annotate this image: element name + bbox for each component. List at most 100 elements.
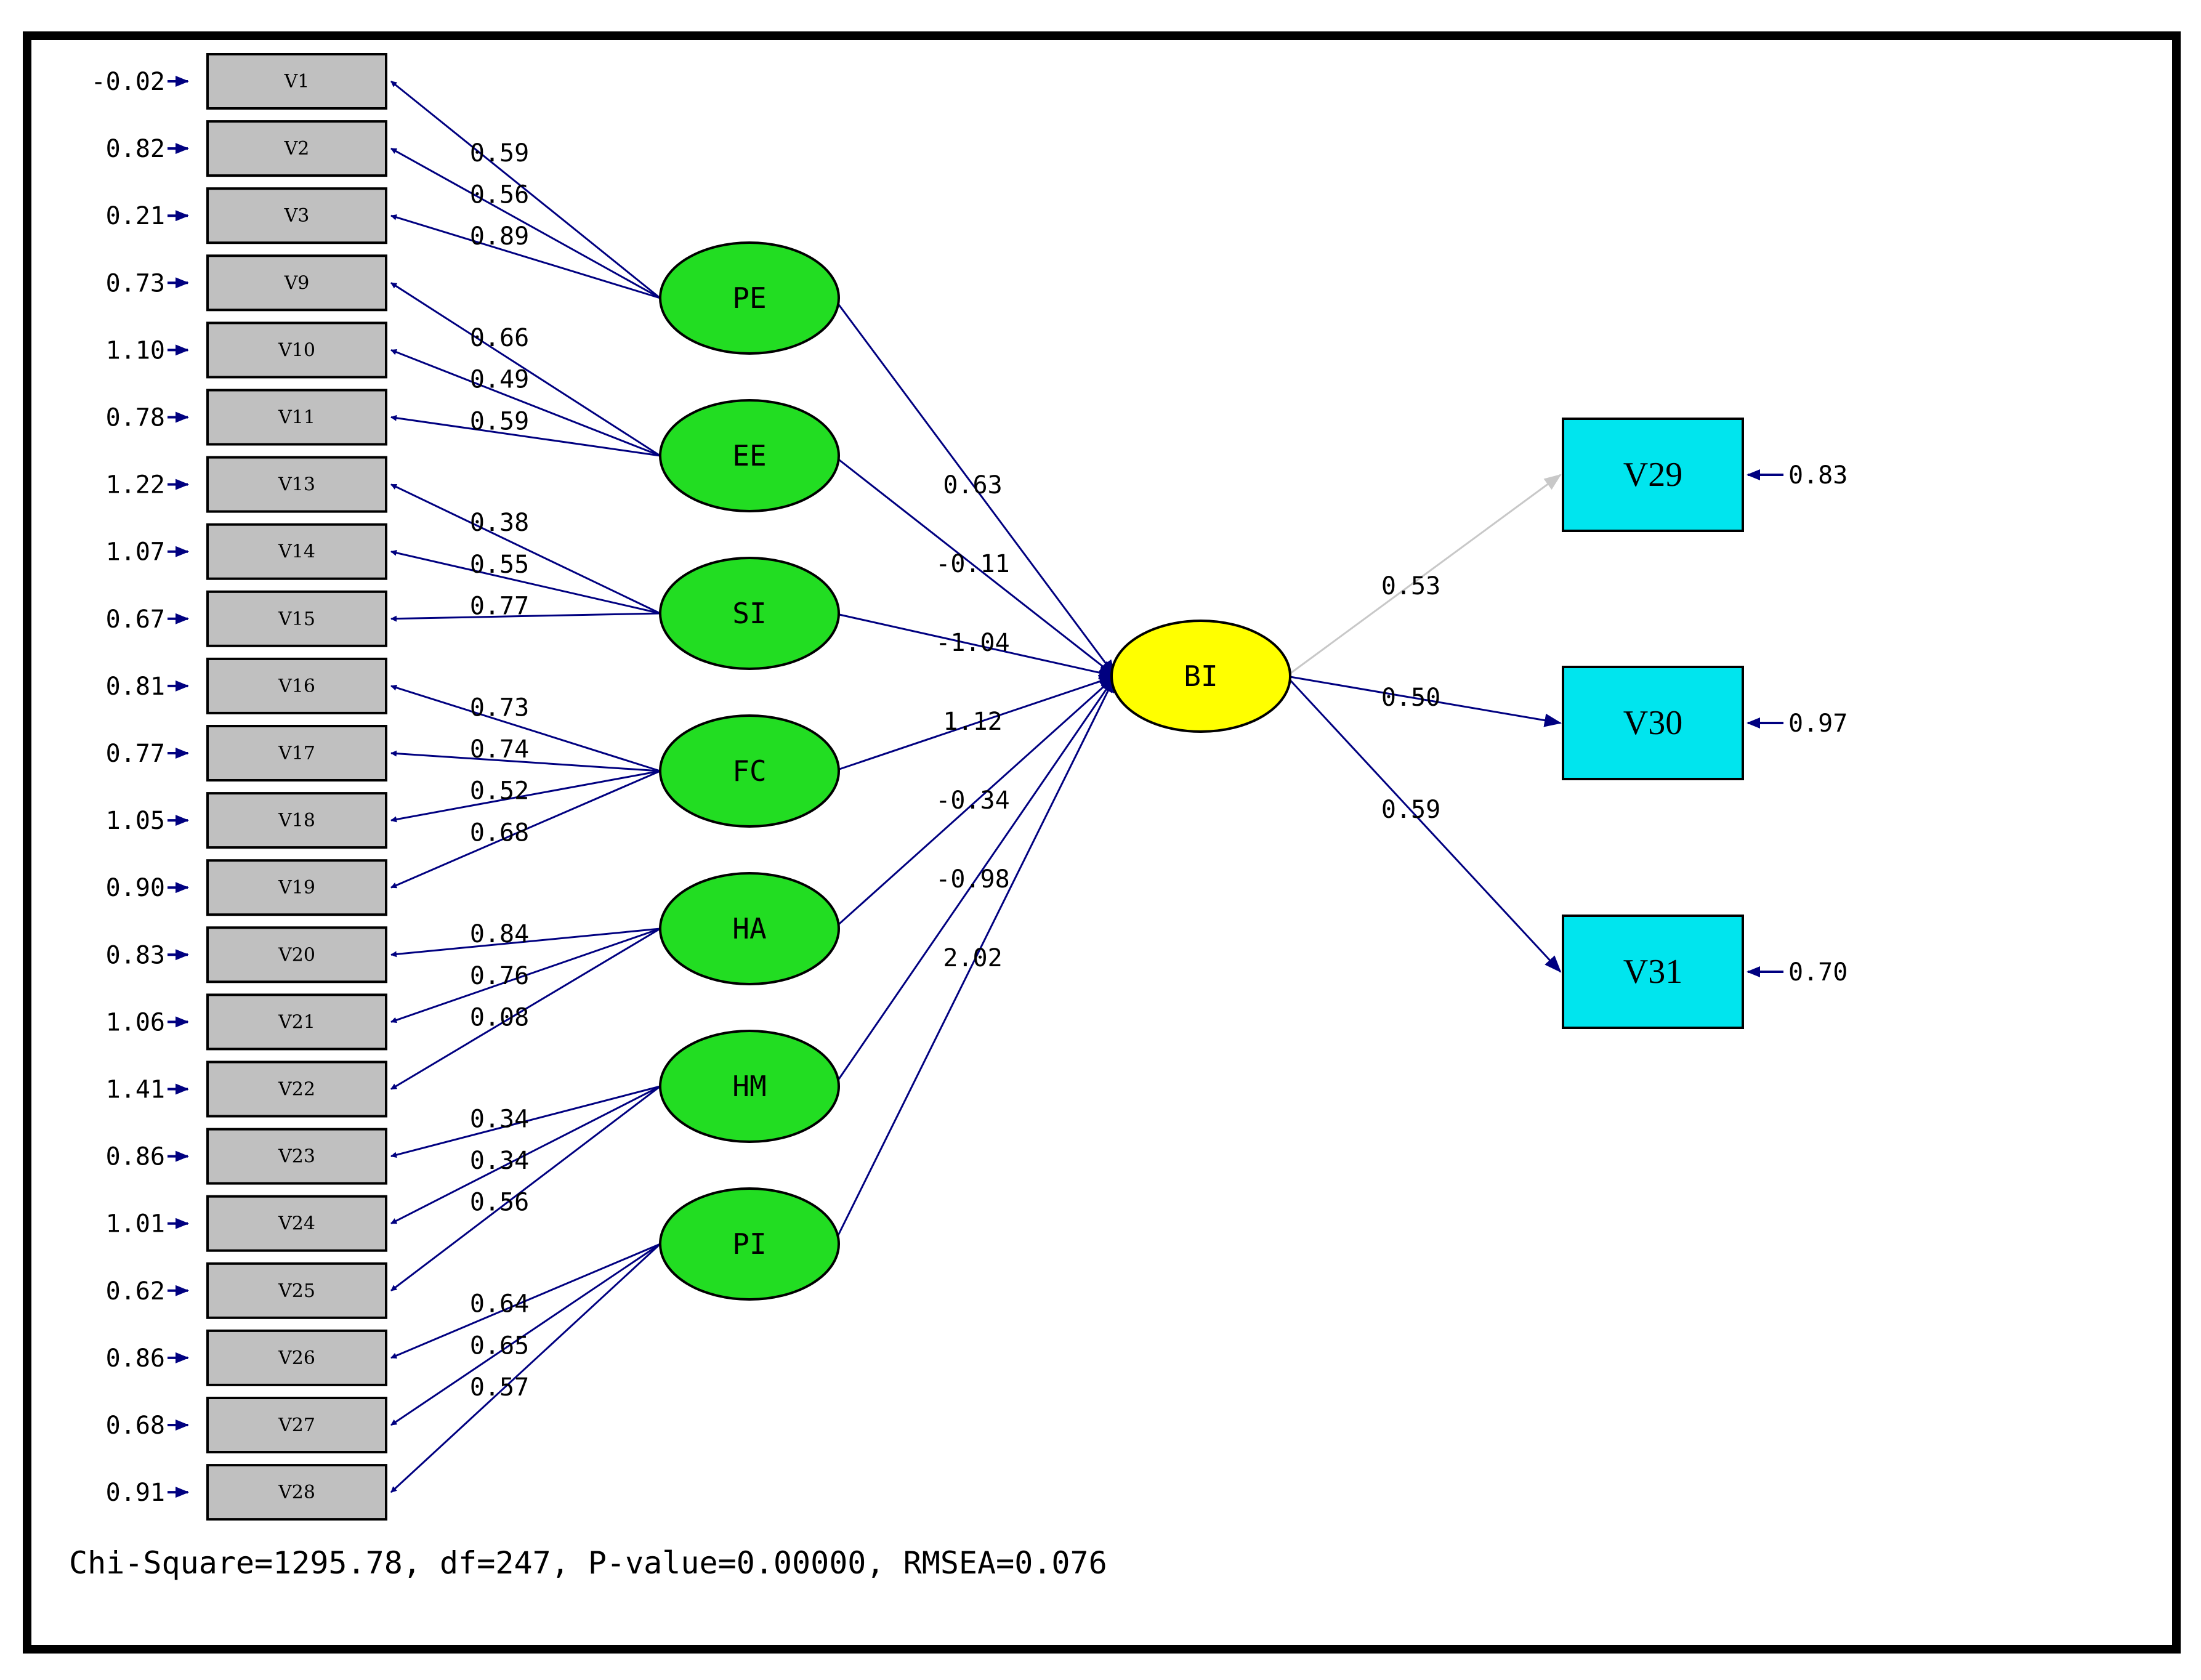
latent-construct-si [659,557,840,670]
indicator-label: V3 [284,205,310,227]
loading-path [390,750,661,772]
latent-label: PE [732,281,766,315]
structural-path [833,675,1117,930]
fit-statistics: Chi-Square=1295.78, df=247, P-value=0.00… [69,1545,1107,1581]
indicator-label: V1 [284,71,310,92]
latent-construct-pe [659,241,840,355]
loading-value: 0.65 [470,1331,529,1360]
error-variance-label: 0.83 [106,941,165,969]
structural-path [833,454,1117,677]
indicator-label: V17 [278,743,315,764]
indicator-box [206,1464,387,1521]
loading-path [390,549,661,615]
latent-label: SI [732,597,766,630]
outcome-label: BI [1184,660,1218,693]
error-variance-label: 0.70 [1788,958,1848,987]
loading-value: 0.76 [470,962,529,990]
indicator-label: V26 [278,1347,315,1369]
indicator-box [206,254,387,312]
error-variance-label: 1.41 [106,1076,165,1104]
structural-path [833,297,1117,677]
structural-coefficient: 1.12 [943,708,1002,736]
error-variance-label: -0.02 [91,68,165,96]
loading-path [390,1243,661,1426]
error-variance-label: 0.86 [106,1344,165,1373]
error-variance-label: 0.78 [106,404,165,432]
latent-label: HA [732,912,766,945]
indicator-label: V24 [278,1213,315,1235]
loading-path [390,1243,661,1359]
indicator-box [206,1329,387,1386]
error-variance-label: 0.67 [106,605,165,634]
loading-path [390,80,661,299]
latent-construct-pi [659,1187,840,1301]
outcome-loading-path [1285,675,1562,973]
indicator-box [206,926,387,983]
indicator-box [206,1128,387,1185]
error-variance-label: 0.68 [106,1411,165,1440]
indicator-box [206,993,387,1051]
indicator-box [206,120,387,177]
loading-value: 0.66 [470,324,529,352]
loading-value: 0.57 [470,1373,529,1402]
outcome-loading-value: 0.50 [1381,684,1440,712]
loading-path [390,349,661,457]
latent-construct-ee [659,399,840,512]
indicator-box [206,590,387,647]
loading-path [390,927,661,1090]
error-variance-label: 1.10 [106,336,165,365]
loading-path [390,770,661,823]
indicator-box [206,53,387,110]
structural-coefficient: 2.02 [943,944,1002,972]
indicator-box [206,1397,387,1453]
error-variance-label: 0.73 [106,269,165,297]
latent-label: FC [732,754,766,788]
nodes-layer [206,53,1744,1521]
loading-value: 0.34 [470,1147,529,1175]
error-variance-label: 0.97 [1788,709,1848,738]
latent-label: HM [732,1070,766,1103]
indicator-label: V20 [278,944,315,966]
loading-value: 0.56 [470,1189,529,1217]
loading-path [390,414,661,457]
loading-value: 0.55 [470,551,529,579]
error-variance-label: 0.81 [106,672,165,701]
loading-path [390,147,661,299]
indicator-label: V22 [278,1079,315,1100]
loading-path [390,1085,661,1291]
indicator-label: V19 [278,877,315,899]
error-variance-label: 1.01 [106,1210,165,1238]
structural-path [833,674,1117,772]
error-variance-label: 0.91 [106,1479,165,1507]
indicator-label: V18 [278,810,315,831]
loading-path [390,927,661,958]
latent-construct-hm [659,1030,840,1143]
loading-path [390,1085,661,1158]
indicator-label: V11 [278,407,315,429]
loading-path [390,1243,661,1493]
outcome-indicator-label: V29 [1623,456,1682,494]
paths-layer [168,76,1783,1498]
structural-coefficient: -0.98 [935,865,1009,894]
error-variance-label: 1.07 [106,538,165,567]
structural-coefficient: -1.04 [935,629,1009,657]
outcome-indicator-label: V31 [1623,953,1682,991]
latent-construct-fc [659,714,840,828]
indicator-label: V23 [278,1146,315,1168]
outcome-indicator-box [1562,418,1744,532]
indicator-label: V14 [278,541,315,563]
loading-value: 0.74 [470,735,529,764]
error-variance-label: 0.82 [106,135,165,163]
loading-value: 0.59 [470,407,529,435]
latent-label: EE [732,439,766,472]
loading-value: 0.08 [470,1004,529,1032]
outcome-loading-value: 0.59 [1381,796,1440,824]
indicator-box [206,523,387,580]
error-variance-label: 0.86 [106,1143,165,1171]
outcome-indicator-label: V30 [1623,704,1682,742]
error-variance-label: 1.22 [106,471,165,499]
indicator-label: V25 [278,1280,315,1302]
outcome-loading-value: 0.53 [1381,572,1440,600]
indicator-box [206,456,387,513]
